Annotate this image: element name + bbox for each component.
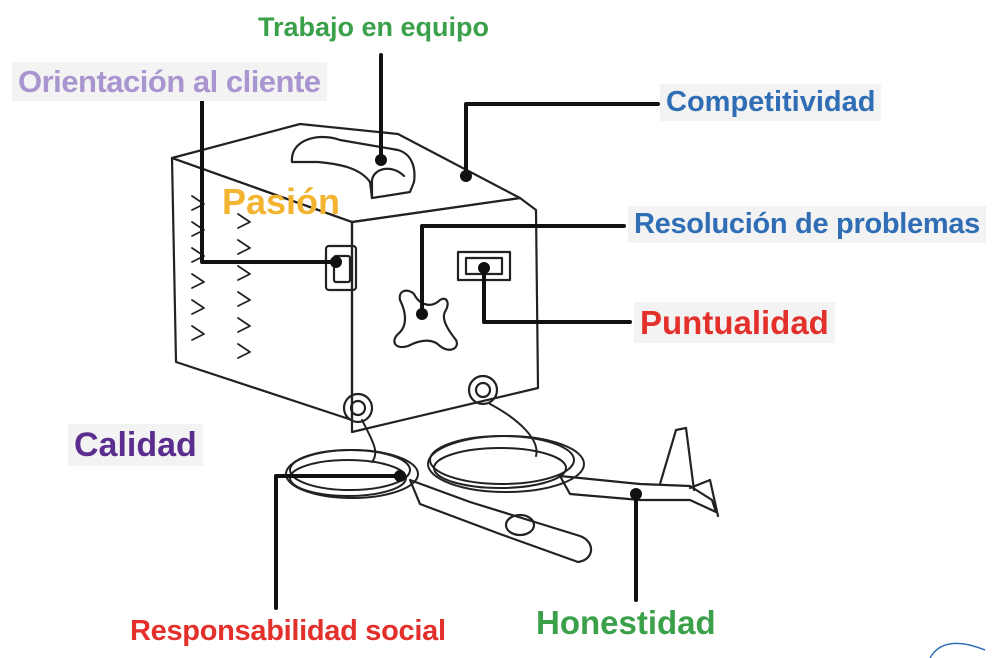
adjust-knob xyxy=(393,289,458,351)
label-calidad: Calidad xyxy=(68,424,203,466)
label-responsabilidad-social: Responsabilidad social xyxy=(130,615,446,647)
side-vents xyxy=(191,195,251,359)
leader-competitividad xyxy=(464,102,660,178)
corner-mark xyxy=(929,642,986,658)
connector-right xyxy=(467,374,499,406)
label-pasion: Pasión xyxy=(222,181,341,222)
electrode-holder xyxy=(408,478,593,564)
connector-left xyxy=(342,392,374,424)
right-cable-coil xyxy=(427,403,585,493)
leader-lines xyxy=(200,53,660,610)
leader-puntualidad xyxy=(482,266,632,324)
label-puntualidad: Puntualidad xyxy=(634,302,835,343)
label-resolucion-de-problemas: Resolución de problemas xyxy=(628,206,987,243)
leader-orientacion xyxy=(200,98,338,264)
label-competitividad: Competitividad xyxy=(660,84,882,121)
power-switch xyxy=(324,244,358,292)
label-honestidad: Honestidad xyxy=(536,604,716,641)
leader-resolucion xyxy=(420,224,626,316)
label-orientacion-al-cliente: Orientación al cliente xyxy=(12,62,327,101)
label-trabajo-en-equipo: Trabajo en equipo xyxy=(258,12,490,42)
leader-responsabilidad xyxy=(274,474,402,610)
machine-handle xyxy=(290,135,416,200)
